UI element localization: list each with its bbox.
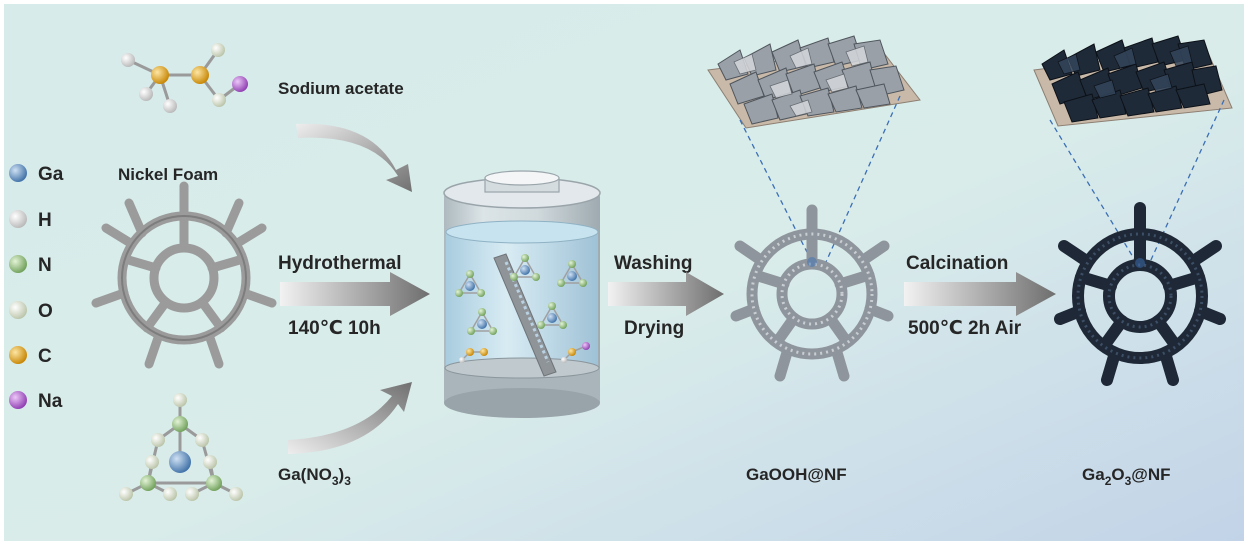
legend-item-na: Na <box>9 391 63 412</box>
legend-item-c: C <box>9 346 52 367</box>
legend-label-ga: Ga <box>38 164 64 185</box>
curved-arrow-bottom-icon <box>288 382 412 454</box>
legend-item-n: N <box>9 255 52 276</box>
legend-item-ga: Ga <box>9 164 64 185</box>
hydrothermal-arrow-icon <box>280 272 430 316</box>
zoom-line-right <box>825 95 901 263</box>
nickel-foam-label: Nickel Foam <box>118 165 218 184</box>
legend-label-na: Na <box>38 391 63 412</box>
gallium-nitrate-label: Ga(NO3)3 <box>278 465 351 488</box>
ga2o3-nf-label: Ga2O3@NF <box>1082 465 1171 488</box>
drying-label: Drying <box>624 318 684 339</box>
gallium-nitrate-molecule-icon <box>119 393 243 501</box>
legend-label-h: H <box>38 210 52 231</box>
o-atom-icon <box>9 301 27 319</box>
gaooh-nanosheets-icon <box>707 35 921 129</box>
h-atom-icon <box>9 210 27 228</box>
nickel-foam-icon <box>91 181 277 369</box>
curved-arrow-top-icon <box>296 123 412 192</box>
legend-item-h: H <box>9 210 52 231</box>
washing-arrow-icon <box>608 272 724 316</box>
calcination-arrow-icon <box>904 272 1056 316</box>
ga-atom-icon <box>9 164 27 182</box>
ga2o3-nanosheets-icon <box>1033 35 1233 127</box>
legend-label-c: C <box>38 346 52 367</box>
hydrothermal-label: Hydrothermal <box>278 253 402 274</box>
calcination-label: Calcination <box>906 253 1008 274</box>
c-atom-icon <box>9 346 27 364</box>
n-atom-icon <box>9 255 27 273</box>
gaooh-nf-label: GaOOH@NF <box>746 465 847 484</box>
calcination-condition-label: 500℃ 2h Air <box>908 318 1022 339</box>
autoclave-reactor-icon <box>443 170 601 418</box>
sodium-acetate-molecule-icon <box>121 43 248 113</box>
ga2o3-foam-icon <box>1054 202 1226 386</box>
gaooh-foam-icon <box>730 204 894 382</box>
sodium-acetate-label: Sodium acetate <box>278 79 404 98</box>
washing-label: Washing <box>614 253 692 274</box>
legend-item-o: O <box>9 301 53 322</box>
na-atom-icon <box>9 391 27 409</box>
hydrothermal-condition-label: 140℃ 10h <box>288 318 381 339</box>
atom-legend: Ga H N O C Na <box>9 164 64 412</box>
legend-label-n: N <box>38 255 52 276</box>
legend-label-o: O <box>38 301 53 322</box>
